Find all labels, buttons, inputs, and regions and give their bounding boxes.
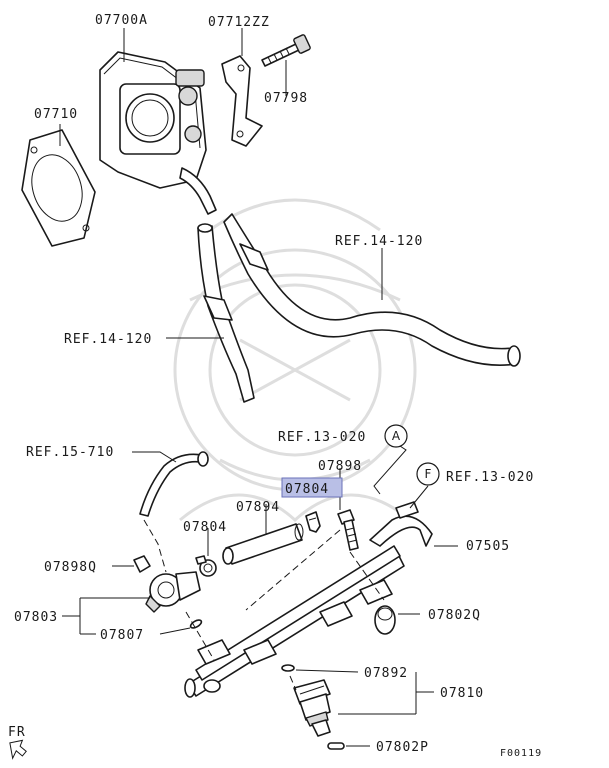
label-07802Q[interactable]: 07802Q <box>428 608 481 623</box>
clamp-07804[interactable] <box>195 555 217 577</box>
label-07894[interactable]: 07894 <box>236 500 280 515</box>
label-07700A[interactable]: 07700A <box>95 13 148 28</box>
clamp-07804-selected[interactable] <box>305 511 321 533</box>
assembly-dash-lines <box>143 519 385 691</box>
fuel-rail[interactable] <box>184 501 433 698</box>
marker-f[interactable]: F <box>416 462 440 486</box>
label-07798[interactable]: 07798 <box>264 91 308 106</box>
throttle-body[interactable] <box>99 51 217 215</box>
label-ref-14-120-left[interactable]: REF.14-120 <box>64 332 152 347</box>
label-07898Q[interactable]: 07898Q <box>44 560 97 575</box>
vacuum-hose-long[interactable] <box>223 213 521 367</box>
selected-part-highlight <box>281 477 343 498</box>
label-07810[interactable]: 07810 <box>440 686 484 701</box>
vacuum-hose-15[interactable] <box>139 451 209 517</box>
label-07807[interactable]: 07807 <box>100 628 144 643</box>
label-07803[interactable]: 07803 <box>14 610 58 625</box>
hose-07894[interactable] <box>222 523 304 565</box>
bolt[interactable] <box>261 34 311 67</box>
label-07505[interactable]: 07505 <box>466 539 510 554</box>
o-ring-07807[interactable] <box>189 618 203 629</box>
label-07898[interactable]: 07898 <box>318 459 362 474</box>
label-07710[interactable]: 07710 <box>34 107 78 122</box>
label-ref-14-120-right[interactable]: REF.14-120 <box>335 234 423 249</box>
label-ref-13-020-f[interactable]: REF.13-020 <box>446 470 534 485</box>
seal-07802P[interactable] <box>327 742 345 750</box>
front-arrow-icon <box>9 739 27 760</box>
bracket[interactable] <box>221 55 263 147</box>
label-07804[interactable]: 07804 <box>183 520 227 535</box>
insulator-07802Q[interactable] <box>374 605 396 635</box>
label-ref-15-710[interactable]: REF.15-710 <box>26 445 114 460</box>
marker-a[interactable]: A <box>384 424 408 448</box>
front-indicator-label: FR <box>8 725 26 740</box>
leader-lines <box>59 28 458 747</box>
vacuum-hose-short[interactable] <box>197 223 255 403</box>
marker-f-label: F <box>425 467 432 481</box>
figure-code: F00119 <box>500 748 542 759</box>
label-07802P[interactable]: 07802P <box>376 740 429 755</box>
label-07712ZZ[interactable]: 07712ZZ <box>208 15 270 30</box>
pressure-regulator[interactable] <box>133 555 201 613</box>
label-07892[interactable]: 07892 <box>364 666 408 681</box>
fuel-injector[interactable] <box>281 664 331 737</box>
marker-a-label: A <box>392 429 401 443</box>
label-07804-selected[interactable]: 07804 <box>285 482 329 497</box>
gasket[interactable] <box>21 129 96 247</box>
bolt-07898[interactable] <box>337 509 359 551</box>
label-ref-13-020-a[interactable]: REF.13-020 <box>278 430 366 445</box>
